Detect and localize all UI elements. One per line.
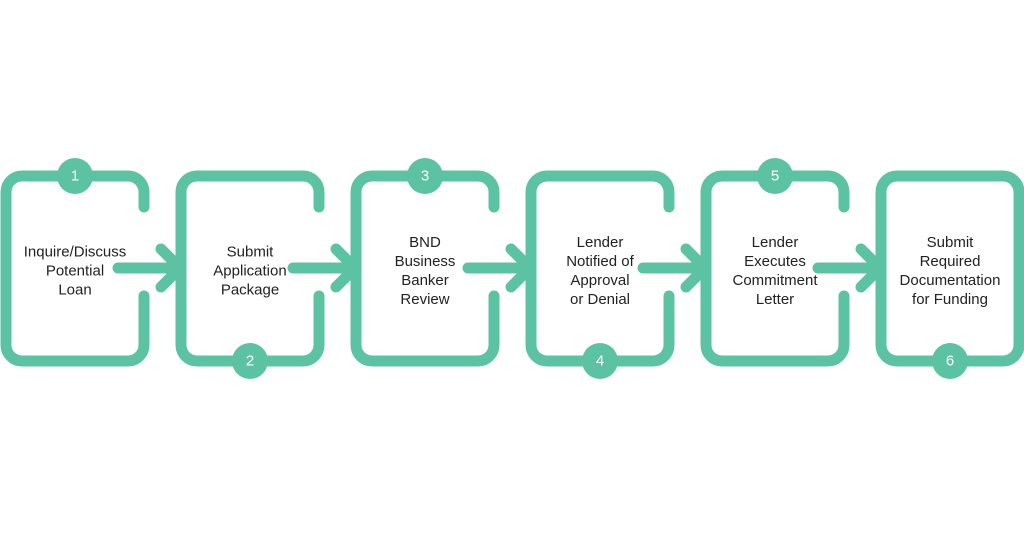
step-number-badge: 5 bbox=[757, 158, 793, 194]
step-number: 6 bbox=[946, 353, 954, 370]
badge-circle bbox=[757, 158, 793, 194]
step-label: Lender Notified of Approval or Denial bbox=[566, 233, 634, 308]
step-box-outline bbox=[350, 170, 500, 367]
step-number-badge: 3 bbox=[407, 158, 443, 194]
step-box-outline bbox=[175, 170, 325, 367]
badge-circle bbox=[407, 158, 443, 194]
step-number-badge: 1 bbox=[57, 158, 93, 194]
badge-circle bbox=[232, 343, 268, 379]
step-label: Submit Required Documentation for Fundin… bbox=[899, 233, 1001, 308]
step-number-badge: 2 bbox=[232, 343, 268, 379]
step-2: 2 bbox=[175, 170, 361, 379]
step-5: 5 bbox=[700, 158, 886, 367]
badge-circle bbox=[932, 343, 968, 379]
step-number: 4 bbox=[596, 353, 604, 370]
badge-circle bbox=[582, 343, 618, 379]
step-label: BND Business Banker Review bbox=[394, 233, 456, 308]
step-label: Lender Executes Commitment Letter bbox=[732, 233, 818, 308]
step-number-badge: 4 bbox=[582, 343, 618, 379]
step-number: 3 bbox=[421, 168, 429, 185]
step-box-outline bbox=[525, 170, 675, 367]
step-box-outline bbox=[875, 170, 1024, 367]
step-number: 1 bbox=[71, 168, 79, 185]
step-number-badge: 6 bbox=[932, 343, 968, 379]
step-label: Inquire/Discuss Potential Loan bbox=[23, 243, 127, 298]
step-box-outline bbox=[0, 170, 150, 367]
step-box-outline bbox=[700, 170, 850, 367]
step-6: 6 bbox=[875, 170, 1024, 379]
step-number: 2 bbox=[246, 353, 254, 370]
step-number: 5 bbox=[771, 168, 779, 185]
step-label: Submit Application Package bbox=[213, 243, 287, 298]
badge-circle bbox=[57, 158, 93, 194]
